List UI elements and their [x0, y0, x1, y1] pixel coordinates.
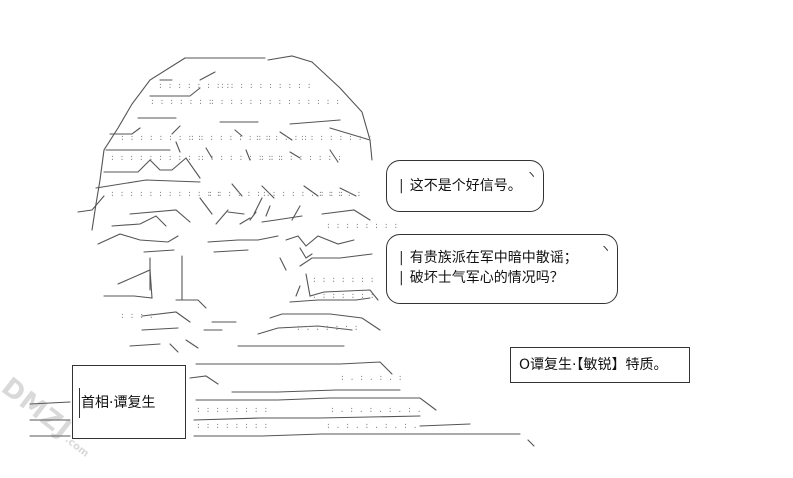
svg-text:: . : . : . : . : .: : . : . : . : . : . [330, 405, 422, 414]
bubble-2-line-1: |有贵族派在军中暗中散谣； [399, 250, 578, 266]
svg-text:: : : : : : : : : :: : : : : : : : : : : [110, 153, 202, 162]
svg-text:: : : : : :: : : : : : : [255, 133, 308, 142]
svg-text:: : : : : : :: : : : : : : : [312, 291, 375, 300]
svg-text:: : : : : : : : :: : : : : : : : : : [120, 133, 202, 142]
svg-text:: : : : : : :: : : : : : : : [296, 323, 359, 332]
svg-text:: : : : : : : :: : : : : : : : : [326, 221, 398, 230]
svg-text:: : : : :: : : : : : [318, 189, 361, 198]
bubble-tail-mark: ヽ [600, 242, 611, 255]
bubble-tail-mark: ヽ [526, 168, 537, 181]
svg-text:: : : : : : :: : : : : : : : [208, 189, 271, 198]
svg-text:: : : : : : : :: : : : : : : : : [196, 405, 268, 414]
svg-text:: : : : : : : :: : : : : : : : : [196, 421, 268, 430]
svg-text:: : : :: : : : : [120, 311, 154, 320]
svg-text:: : : : : : :: : : : : : : : [312, 275, 375, 284]
svg-text:: : : : : : : : :: : : : : : : : : : [200, 153, 282, 162]
character-name-tag: 首相·谭复生 [72, 365, 186, 439]
svg-text:: : : : : : :: : : : : : : : [150, 97, 213, 106]
character-name-label: 首相·谭复生 [81, 395, 156, 411]
bubble-1-line-1: |这不是个好信号。 [399, 178, 522, 194]
svg-text:: : : : : : : : :: : : : : : : : : : [190, 133, 272, 142]
trait-caption-label: O谭复生·【敏锐】特质。 [519, 357, 668, 373]
trait-caption: O谭复生·【敏锐】特质。 [510, 347, 690, 383]
svg-text:: : : : : : : : : :: : : : : : : : : : : [220, 81, 312, 90]
speech-bubble-1: ヽ |这不是个好信号。 [386, 160, 544, 212]
speech-bubble-2: ヽ |有贵族派在军中暗中散谣； |破坏士气军心的情况吗？ [386, 234, 618, 304]
svg-text:: : : : : : : : : : : :: : : : : : : : : : : : : [110, 189, 221, 198]
svg-text:: : : : : : : :: : : : : : : : : [158, 81, 230, 90]
name-tag-bar [79, 388, 80, 418]
svg-text:: : : : : : : : : : : : : :: : : : : : : : : : : : : : : [210, 97, 340, 106]
svg-text:: . : . : . : . : .: : . : . : . : . : . [326, 421, 418, 430]
svg-text:: : : : : : : : :: : : : : : : : : : [262, 189, 344, 198]
svg-text:: : : : : : : : :: : : : : : : : : : [260, 153, 342, 162]
svg-text:: : : : : : : :: : : : : : : : : [300, 133, 372, 142]
bubble-2-line-2: |破坏士气军心的情况吗？ [399, 270, 564, 286]
svg-text:: . : . : . :: : . : . : . : [340, 373, 403, 382]
